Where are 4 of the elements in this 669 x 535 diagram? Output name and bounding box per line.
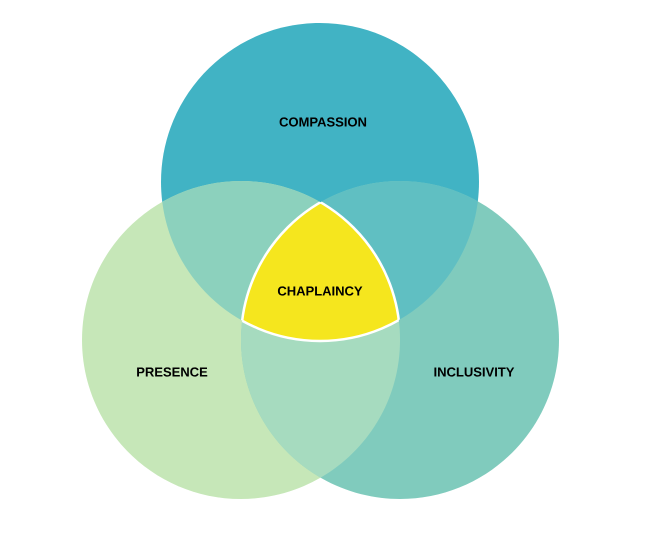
set-label: PRESENCE xyxy=(137,367,208,377)
set-label: CHAPLAINCY xyxy=(278,286,362,296)
set-label: INCLUSIVITY xyxy=(434,367,514,377)
set-label: COMPASSION xyxy=(280,117,366,127)
